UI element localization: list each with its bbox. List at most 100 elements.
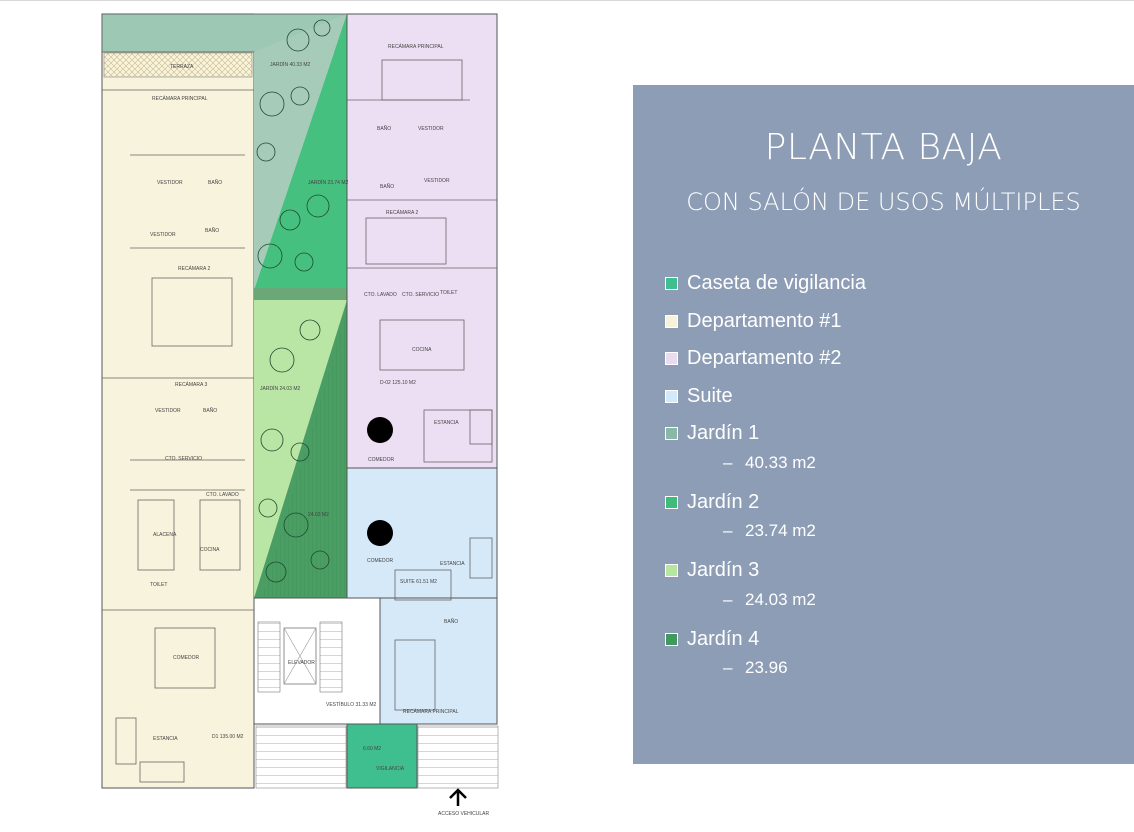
- legend-label: Jardín 2: [687, 490, 760, 513]
- label-cocina-1: COCINA: [200, 547, 220, 553]
- label-estancia-1: ESTANCIA: [153, 736, 178, 742]
- legend-label: Jardín 3: [687, 559, 760, 582]
- elevator-shaft: [283, 627, 317, 685]
- label-estancia-2: ESTANCIA: [434, 420, 459, 426]
- legend-swatch: [665, 564, 678, 578]
- legend-swatch: [665, 277, 678, 291]
- label-vestidor-5: VESTIDOR: [424, 178, 450, 184]
- dash-glyph: –: [723, 658, 733, 677]
- label-vestidor-2: VESTIDOR: [150, 232, 176, 238]
- legend-swatch: [665, 389, 678, 403]
- label-recamara2-2: RECÁMARA 2: [386, 209, 418, 216]
- label-terraza: TERRAZA: [170, 64, 194, 70]
- label-vigilancia: VIGILANCIA: [376, 766, 405, 772]
- legend-sub-value: 23.96: [745, 658, 788, 677]
- dash-glyph: –: [723, 521, 733, 540]
- label-jardin3: JARDÍN 24.03 M2: [260, 385, 301, 392]
- legend-swatch: [665, 427, 678, 441]
- stair-left: [257, 621, 281, 693]
- legend-label: Suite: [687, 384, 733, 407]
- legend-swatch: [665, 352, 678, 366]
- jardin4-stripes: [262, 310, 347, 596]
- dept1-area: [101, 13, 255, 789]
- legend-swatch: [665, 632, 678, 646]
- label-vestidor-3: VESTIDOR: [155, 408, 181, 414]
- legend-sub-jardin-2: – 23.74 m2: [665, 515, 1125, 547]
- legend-label: Departamento #1: [687, 309, 842, 332]
- stair-right: [319, 621, 343, 693]
- legend-item-jardin-3: Jardín 3: [665, 552, 1125, 590]
- suite-area-lower: [379, 597, 498, 725]
- dining-table-dept2: [367, 417, 393, 443]
- driveway-right: [417, 725, 499, 789]
- label-toilet-2: TOILET: [440, 290, 457, 296]
- legend-item-caseta: Caseta de vigilancia: [665, 265, 1125, 303]
- label-bano-6: BAÑO: [444, 618, 458, 625]
- legend-sub-jardin-1: – 40.33 m2: [665, 447, 1125, 479]
- info-panel: PLANTA BAJA CON SALÓN DE USOS MÚLTIPLES …: [633, 85, 1134, 764]
- label-cto-servicio: CTO. SERVICIO: [165, 456, 202, 462]
- legend-item-jardin-4: Jardín 4: [665, 621, 1125, 659]
- legend-label: Caseta de vigilancia: [687, 272, 866, 295]
- legend-item-jardin-1: Jardín 1: [665, 415, 1125, 453]
- label-comedor-3: COMEDOR: [367, 558, 394, 564]
- label-caseta-area: 6.60 M2: [363, 746, 381, 752]
- label-suite-area: SUITE 61.51 M2: [400, 579, 437, 585]
- label-comedor-1: COMEDOR: [173, 655, 200, 661]
- label-cto-lavado-2: CTO. LAVADO: [364, 292, 397, 298]
- dining-table-suite: [367, 520, 393, 546]
- label-bano-5: BAÑO: [380, 183, 394, 190]
- caseta-area: [346, 723, 418, 789]
- legend-sub-value: 40.33 m2: [745, 452, 816, 472]
- legend-label: Jardín 4: [687, 627, 760, 650]
- terrace-hatch: [103, 52, 253, 78]
- legend: Caseta de vigilancia Departamento #1 Dep…: [665, 265, 1125, 689]
- jardin2-area: [254, 14, 347, 290]
- label-recamara3-1: RECÁMARA 3: [175, 381, 207, 388]
- driveway-left: [255, 725, 347, 789]
- label-acceso: ACCESO VEHICULAR: [438, 811, 490, 817]
- dept2-area: [346, 13, 498, 469]
- label-jardin2: JARDÍN 23.74 M2: [308, 179, 349, 186]
- legend-sub-jardin-4: – 23.96: [665, 652, 1125, 684]
- garden-divider: [254, 288, 347, 300]
- legend-sub-jardin-3: – 24.03 m2: [665, 584, 1125, 616]
- legend-sub-value: 23.74 m2: [745, 521, 816, 540]
- label-vestidor-1: VESTIDOR: [157, 180, 183, 186]
- page-subtitle: CON SALÓN DE USOS MÚLTIPLES: [686, 188, 1081, 216]
- legend-sub-value: 24.03 m2: [745, 589, 816, 609]
- top-border-line: [0, 0, 1134, 1]
- label-jardin4: 24.03 M2: [308, 512, 329, 518]
- legend-label: Departamento #2: [687, 347, 842, 370]
- label-recamara2-1: RECÁMARA 2: [178, 265, 210, 272]
- label-dept-area-2: D-02 125.10 M2: [380, 380, 416, 386]
- label-bano-2: BAÑO: [205, 227, 219, 234]
- legend-swatch: [665, 314, 678, 328]
- legend-item-suite: Suite: [665, 378, 1125, 416]
- label-vestibulo: VESTÍBULO 31.33 M2: [326, 701, 377, 708]
- label-cto-servicio-2: CTO. SERVICIO: [402, 292, 439, 298]
- label-rec-principal-1: RECÁMARA PRINCIPAL: [152, 95, 208, 102]
- label-cocina-2: COCINA: [412, 347, 432, 353]
- legend-label: Jardín 1: [687, 422, 760, 445]
- floor-plan: JARDÍN 40.33 M2 JARDÍN 23.74 M2 JARDÍN 2…: [101, 13, 499, 817]
- label-bano-3: BAÑO: [203, 407, 217, 414]
- dash-glyph: –: [723, 589, 733, 609]
- label-rec-principal-3: RECÁMARA PRINCIPAL: [403, 708, 459, 715]
- label-bano-1: BAÑO: [208, 179, 222, 186]
- label-jardin1: JARDÍN 40.33 M2: [270, 61, 311, 68]
- label-bano-4: BAÑO: [377, 125, 391, 132]
- label-alacena: ALACENA: [153, 532, 177, 538]
- legend-swatch: [665, 495, 678, 509]
- legend-item-jardin-2: Jardín 2: [665, 484, 1125, 522]
- label-estancia-3: ESTANCIA: [440, 561, 465, 567]
- label-dept-area-1: D1 135.00 M2: [212, 734, 244, 740]
- label-vestidor-4: VESTIDOR: [418, 126, 444, 132]
- label-elevador: ELEVADOR: [288, 660, 315, 666]
- label-comedor-2: COMEDOR: [368, 457, 395, 463]
- access-arrow: [449, 788, 467, 806]
- page-title: PLANTA BAJA: [764, 127, 1003, 168]
- label-toilet-1: TOILET: [150, 582, 167, 588]
- legend-item-departamento-1: Departamento #1: [665, 303, 1125, 341]
- label-rec-principal-2: RECÁMARA PRINCIPAL: [388, 43, 444, 50]
